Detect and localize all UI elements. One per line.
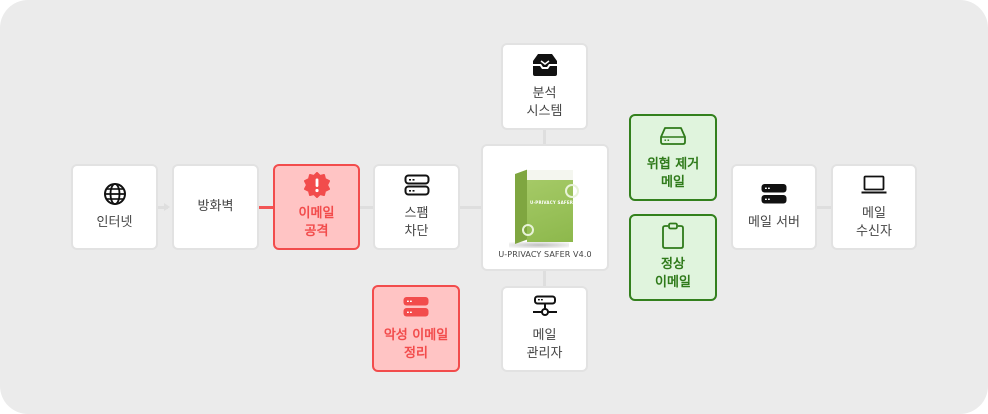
edge-internet-firewall [158,206,168,209]
node-email-attack[interactable]: 이메일 공격 [273,164,360,250]
node-label: 분석 시스템 [526,85,563,119]
node-normal-email[interactable]: 정상 이메일 [629,214,717,301]
node-internet[interactable]: 인터넷 [71,164,158,250]
node-label: 정상 이메일 [655,256,691,290]
globe-icon [102,182,128,206]
edge-firewall-attack [258,206,274,209]
laptop-icon [861,173,887,197]
node-threat-removed[interactable]: 위협 제거 메일 [629,114,717,201]
node-label: 인터넷 [96,215,133,230]
alert-badge-icon [303,172,330,198]
node-label: 악성 이메일 정리 [383,327,449,361]
node-label: 스팸 차단 [404,206,429,239]
node-label: 방화벽 [197,199,234,214]
node-mail-admin[interactable]: 메일 관리자 [501,286,588,372]
node-label: 메일 관리자 [526,328,563,361]
product-box-image: U-PRIVACY SAFER [509,166,579,248]
product-box-text: U-PRIVACY SAFER [530,200,574,205]
edge-analysis-product [543,130,546,146]
arrow-head-icon [164,203,170,211]
product-name: U-PRIVACY SAFER V4.0 [498,250,592,259]
node-label: 메일 수신자 [856,206,892,239]
server-rack-outline-icon [404,173,430,197]
node-mail-recipient[interactable]: 메일 수신자 [831,164,917,250]
node-analysis-system[interactable]: 분석 시스템 [501,43,588,130]
node-label: 이메일 공격 [298,206,335,239]
hard-drive-icon [660,124,686,148]
node-malicious-cleanup[interactable]: 악성 이메일 정리 [372,285,460,372]
edge-spam-product [459,206,482,209]
archive-tray-icon [532,53,558,77]
edge-server-recipient [816,206,832,209]
network-server-icon [532,295,558,319]
server-rack-icon [403,295,429,319]
server-stack-icon [761,182,787,206]
node-spam-block[interactable]: 스팸 차단 [373,164,460,250]
clipboard-icon [660,222,686,249]
node-label: 위협 제거 메일 [646,156,700,190]
node-product[interactable]: U-PRIVACY SAFER U-PRIVACY SAFER V4.0 [481,144,609,271]
node-label: 메일 서버 [748,215,800,230]
node-firewall[interactable]: 방화벽 [172,164,259,250]
node-mail-server[interactable]: 메일 서버 [731,164,817,250]
edge-product-admin [543,270,546,287]
edge-attack-spam [359,206,374,209]
